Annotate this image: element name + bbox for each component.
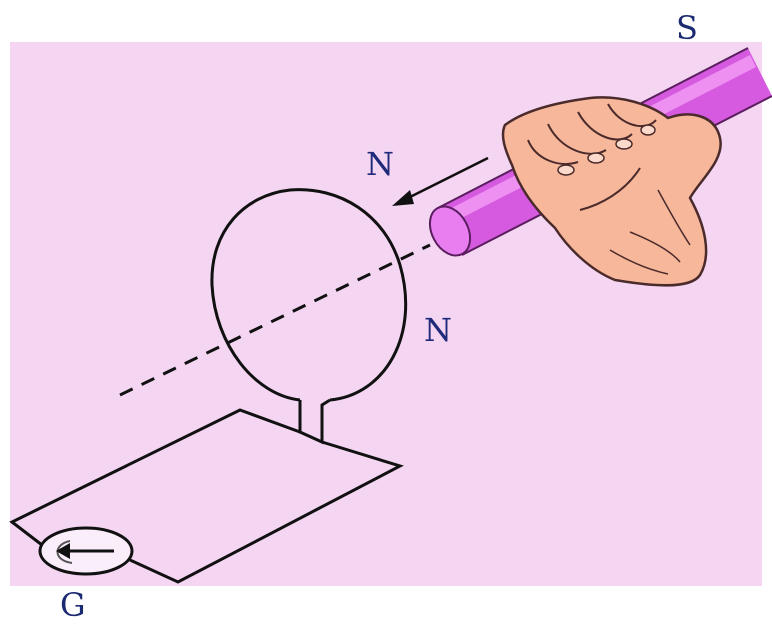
galvanometer-label: G — [60, 586, 86, 624]
galvanometer — [38, 526, 134, 576]
coil-north-label: N — [424, 311, 452, 349]
coil-loop — [210, 188, 408, 402]
galvanometer-scale — [56, 540, 73, 564]
arrow-left-icon — [56, 543, 114, 559]
axis-dashed-line — [119, 243, 431, 397]
magnet-south-label: S — [676, 9, 698, 47]
hand-holding-bar-icon — [501, 96, 722, 287]
circuit-wire-back — [9, 408, 301, 547]
hand-palm — [501, 96, 722, 287]
arrow-left-down-icon — [392, 156, 489, 206]
magnet-north-end — [428, 205, 472, 257]
circuit-wire-front — [129, 440, 404, 584]
magnet-north-label: N — [366, 145, 394, 183]
coil-leads — [298, 398, 331, 445]
